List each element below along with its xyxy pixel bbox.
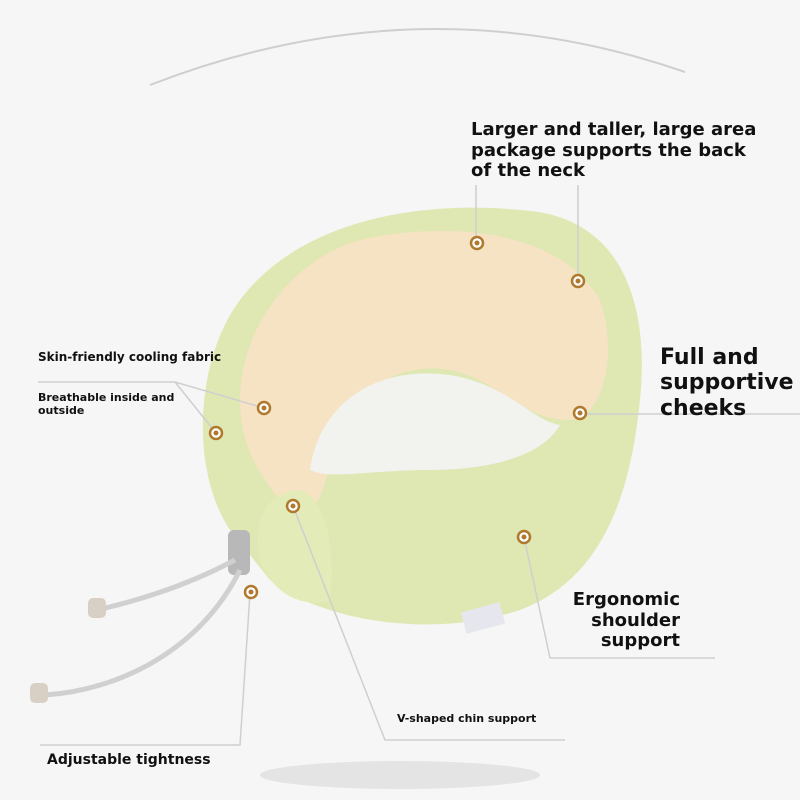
rotation-arc xyxy=(149,28,686,86)
label-breathable: Breathable inside and outside xyxy=(38,391,175,417)
label-cheeks: Full and supportive cheeks xyxy=(660,345,794,421)
marker-dots xyxy=(208,235,588,600)
label-adjustable-tightness: Adjustable tightness xyxy=(47,752,211,768)
label-shoulder-support: Ergonomic shoulder support xyxy=(572,589,680,652)
cord-end-2 xyxy=(30,683,48,703)
strap-toggle[interactable] xyxy=(228,530,250,575)
label-chin-support: V-shaped chin support xyxy=(397,712,537,725)
label-back-of-neck: Larger and taller, large area package su… xyxy=(471,119,757,182)
label-cooling-fabric: Skin-friendly cooling fabric xyxy=(38,350,222,364)
pillow-hole xyxy=(310,373,560,475)
pillow-tag xyxy=(460,602,506,634)
cord-end-1 xyxy=(88,598,106,618)
drawstring xyxy=(44,557,243,698)
floor-shadow xyxy=(260,761,540,789)
pillow-chin-end xyxy=(257,490,332,603)
leader-lines xyxy=(38,185,800,746)
